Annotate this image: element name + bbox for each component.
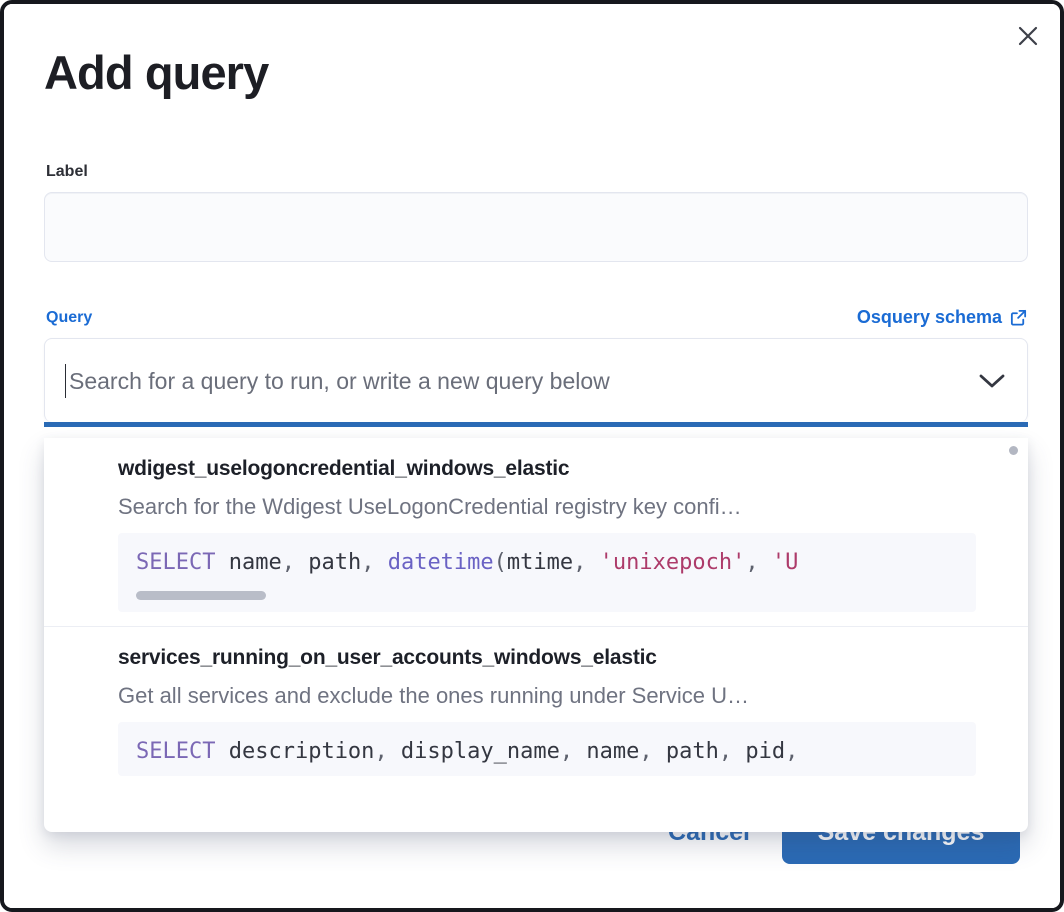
label-input[interactable] xyxy=(44,192,1028,262)
code-token: SELECT xyxy=(136,739,216,764)
option-description: Get all services and exclude the ones ru… xyxy=(118,683,750,708)
code-token: , xyxy=(718,739,733,764)
close-glyph xyxy=(1018,26,1038,46)
code-horizontal-scrollbar[interactable] xyxy=(136,591,266,600)
code-token: description xyxy=(215,739,375,764)
code-token: 'U xyxy=(771,550,799,575)
osquery-schema-link-label: Osquery schema xyxy=(856,307,1002,327)
code-line: SELECT name, path, datetime(mtime, 'unix… xyxy=(136,549,976,577)
modal-form: Label Query Osquery schema Search for a … xyxy=(44,162,1028,427)
option-title: services_running_on_user_accounts_window… xyxy=(118,646,657,669)
option-description: Search for the Wdigest UseLogonCredentia… xyxy=(118,494,742,519)
code-token xyxy=(374,550,387,575)
code-token: datetime xyxy=(387,550,494,575)
code-token xyxy=(586,550,599,575)
code-token: , xyxy=(639,739,653,764)
code-token: , xyxy=(785,739,799,764)
query-search-input[interactable]: Search for a query to run, or write a ne… xyxy=(69,367,610,394)
query-search-combobox[interactable]: Search for a query to run, or write a ne… xyxy=(44,338,1028,427)
list-item[interactable]: services_running_on_user_accounts_window… xyxy=(44,626,1028,790)
code-token: ( xyxy=(493,550,507,575)
code-token xyxy=(759,550,772,575)
external-link-icon xyxy=(1010,309,1027,326)
code-token: , xyxy=(281,550,295,575)
option-code-preview: SELECT name, path, datetime(mtime, 'unix… xyxy=(118,533,976,612)
option-title: wdigest_uselogoncredential_windows_elast… xyxy=(118,457,570,480)
add-query-modal: Add query Label Query Osquery schema S xyxy=(4,4,1060,908)
label-field-label: Label xyxy=(46,163,88,180)
chevron-down-glyph xyxy=(979,374,1005,387)
close-icon[interactable] xyxy=(1008,16,1048,56)
query-field-header: Query Osquery schema xyxy=(44,307,1028,328)
text-caret xyxy=(65,364,66,398)
code-token: 'unixepoch' xyxy=(599,550,746,575)
code-token: , xyxy=(573,550,587,575)
query-results-list: wdigest_uselogoncredential_windows_elast… xyxy=(44,438,1028,790)
code-token: , xyxy=(559,739,574,764)
code-token: , xyxy=(745,550,759,575)
code-token: mtime xyxy=(506,550,574,575)
list-item[interactable]: wdigest_uselogoncredential_windows_elast… xyxy=(44,438,1028,626)
query-field-label: Query xyxy=(46,309,93,326)
code-token: SELECT xyxy=(136,550,216,575)
code-token: name xyxy=(573,739,640,764)
code-token: display_name xyxy=(387,739,560,764)
page-title: Add query xyxy=(44,46,269,99)
osquery-schema-link[interactable]: Osquery schema xyxy=(857,307,1028,328)
code-token: , xyxy=(361,550,375,575)
code-token: path xyxy=(652,739,719,764)
code-token: path xyxy=(294,550,362,575)
query-results-dropdown: wdigest_uselogoncredential_windows_elast… xyxy=(44,438,1028,832)
dropdown-scrollbar[interactable] xyxy=(1009,446,1018,455)
code-token: name xyxy=(215,550,282,575)
code-token: , xyxy=(374,739,388,764)
chevron-down-icon[interactable] xyxy=(975,364,1009,398)
code-line: SELECT description, display_name, name, … xyxy=(136,738,976,766)
code-token: pid xyxy=(732,739,786,764)
option-code-preview: SELECT description, display_name, name, … xyxy=(118,722,976,776)
